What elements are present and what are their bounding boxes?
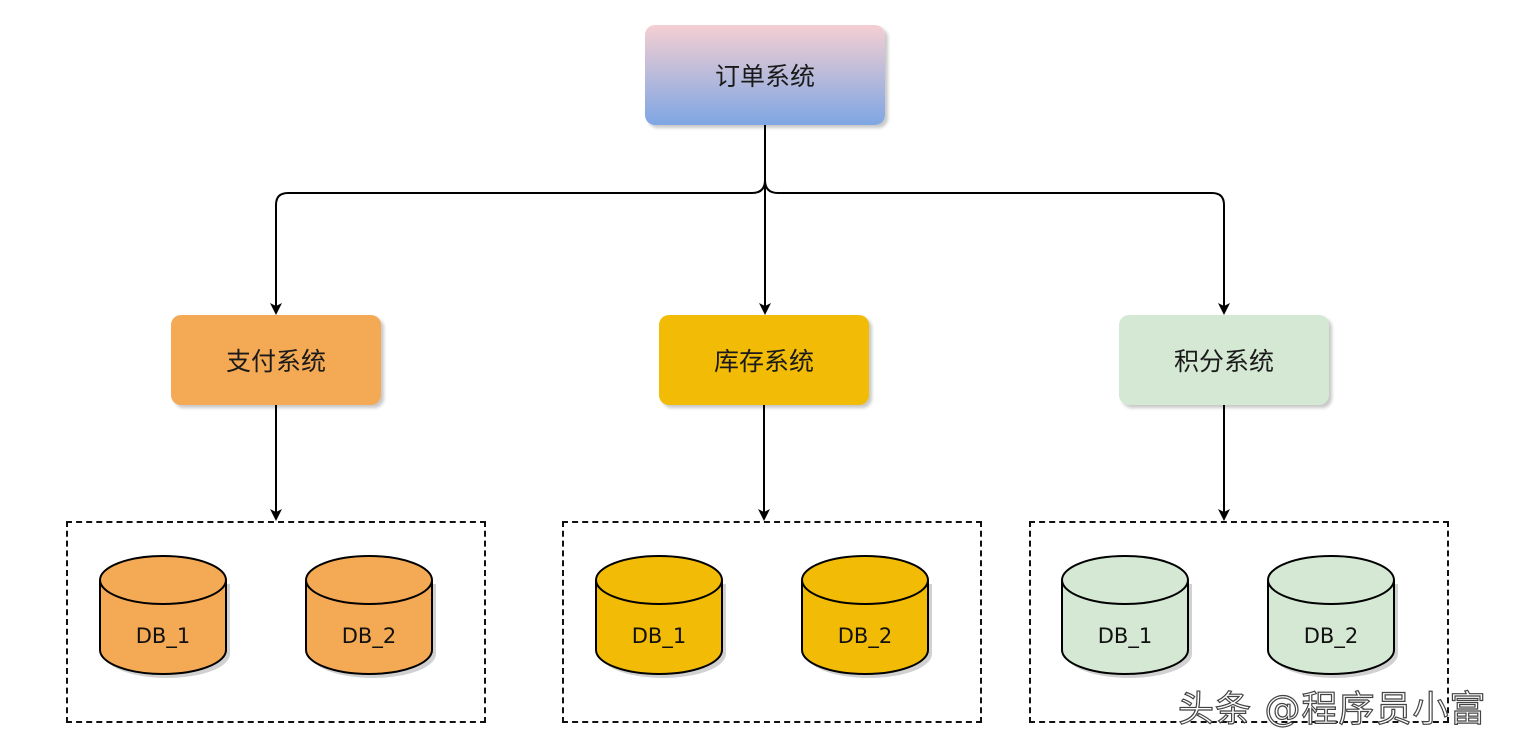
cylinder-body: [595, 580, 723, 675]
cylinder-body: [99, 580, 227, 675]
cylinder-top: [99, 555, 227, 605]
db-label: DB_1: [631, 624, 687, 648]
order-system-node[interactable]: 订单系统: [645, 25, 885, 125]
db-label: DB_2: [837, 624, 893, 648]
db-label: DB_2: [1303, 624, 1359, 648]
cylinder-body: [1061, 580, 1189, 675]
db-label: DB_1: [1097, 624, 1153, 648]
cylinder-body: [1267, 580, 1395, 675]
cylinder-top: [305, 555, 433, 605]
inventory-db-group: [562, 521, 982, 723]
payment-db-2-cylinder[interactable]: DB_2: [304, 552, 440, 680]
points-system-label: 积分系统: [1173, 347, 1274, 376]
payment-db-1-cylinder[interactable]: DB_1: [98, 552, 234, 680]
cylinder-body: [801, 580, 929, 675]
points-system-node[interactable]: 积分系统: [1119, 315, 1329, 405]
watermark: 头条 @程序员小富: [1177, 688, 1487, 730]
inventory-system-node[interactable]: 库存系统: [659, 315, 869, 405]
cylinder-top: [801, 555, 929, 605]
payment-system-label: 支付系统: [225, 347, 326, 376]
db-label: DB_2: [341, 624, 397, 648]
payment-system-node[interactable]: 支付系统: [171, 315, 381, 405]
order-system-label: 订单系统: [714, 62, 815, 91]
cylinder-top: [595, 555, 723, 605]
inventory-system-label: 库存系统: [713, 347, 814, 376]
points-db-2-cylinder[interactable]: DB_2: [1266, 552, 1402, 680]
payment-db-group: [66, 521, 486, 723]
db-label: DB_1: [135, 624, 191, 648]
inventory-db-2-cylinder[interactable]: DB_2: [800, 552, 936, 680]
points-db-1-cylinder[interactable]: DB_1: [1060, 552, 1196, 680]
points-db-group: [1029, 521, 1449, 723]
edge-root-to-pts: [764, 125, 1230, 315]
cylinder-top: [1267, 555, 1395, 605]
edge-root-to-pay: [270, 125, 766, 315]
inventory-db-1-cylinder[interactable]: DB_1: [594, 552, 730, 680]
cylinder-top: [1061, 555, 1189, 605]
cylinder-body: [305, 580, 433, 675]
